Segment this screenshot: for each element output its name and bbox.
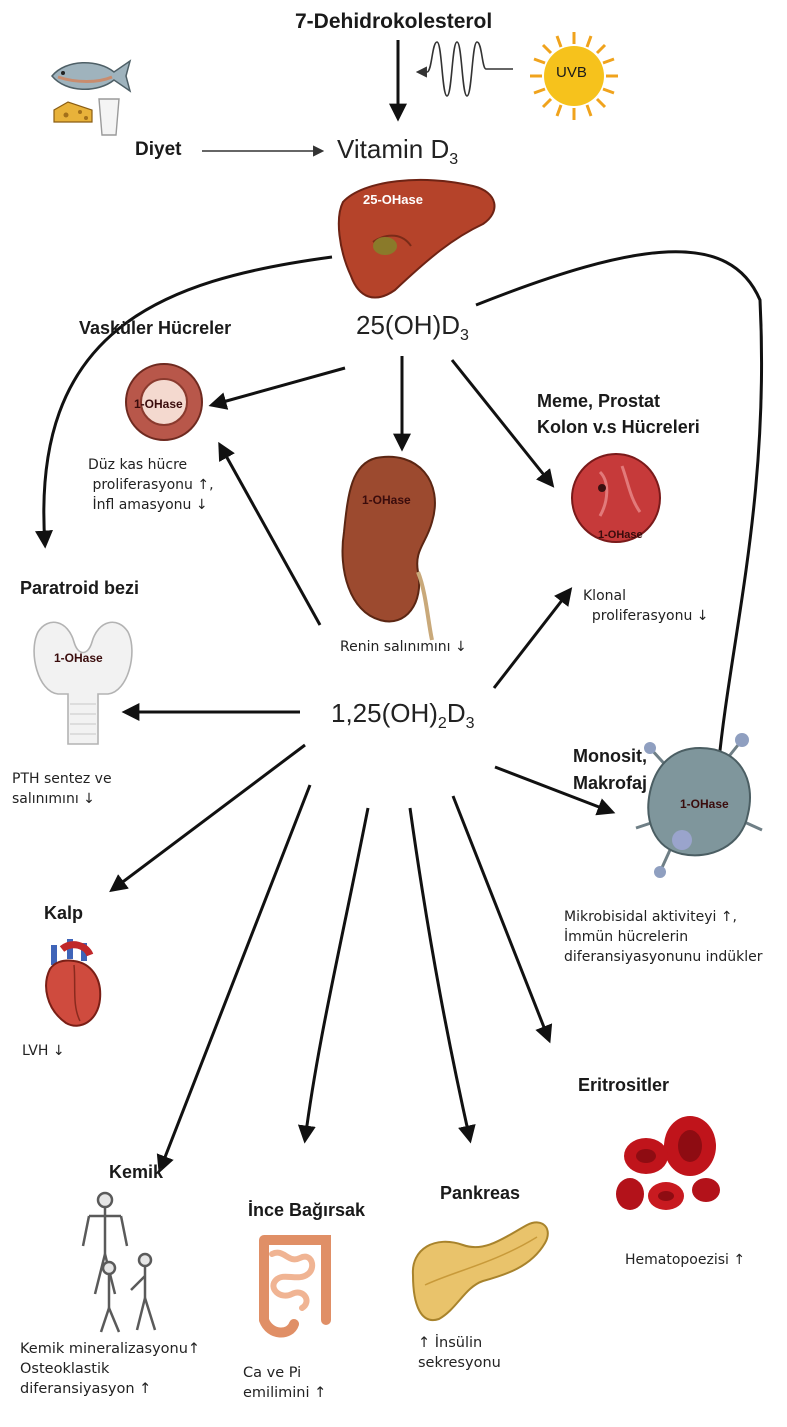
arrow-active-to-bone [160, 785, 310, 1170]
arrow-active-to-breast [494, 590, 570, 688]
bone-effect: Kemik mineralizasyonu↑ Osteoklastik dife… [20, 1339, 200, 1399]
breast-prostate-colon-title: Meme, Prostat Kolon v.s Hücreleri [537, 388, 700, 440]
monocyte-effect: Mikrobisidal aktiviteyi ↑, İmmün hücrele… [564, 907, 763, 967]
vascular-title: Vasküler Hücreler [79, 318, 231, 339]
pancreas-effect: ↑ İnsülin sekresyonu [418, 1333, 501, 1373]
tissue-cells-icon: 1-OHase [570, 452, 662, 544]
calcitriol-label: 1,25(OH)2D3 [331, 698, 475, 733]
parathyroid-title: Paratroid bezi [20, 578, 139, 599]
heart-title: Kalp [44, 903, 83, 924]
kidney-effect: Renin salınımını ↓ [340, 637, 467, 657]
liver-enzyme-label: 25-OHase [363, 192, 423, 207]
monocyte-enzyme-label: 1-OHase [680, 797, 729, 811]
heart-icon [40, 935, 105, 1030]
precursor-label: 7-Dehidrokolesterol [295, 10, 492, 34]
vitamin-d3-label: Vitamin D3 [337, 134, 458, 169]
arrow-active-to-rbc [453, 796, 549, 1040]
macrophage-icon: 1-OHase [630, 730, 770, 880]
vascular-enzyme-label: 1-OHase [134, 397, 183, 411]
parathyroid-effect: PTH sentez ve salınımını ↓ [12, 769, 112, 809]
breast-effect: Klonal proliferasyonu ↓ [583, 586, 709, 626]
erythrocytes-title: Eritrositler [578, 1075, 669, 1096]
red-blood-cells-icon [610, 1110, 725, 1220]
arrow-active-to-vascular [220, 445, 320, 625]
bone-title: Kemik [109, 1162, 163, 1183]
pancreas-icon [405, 1215, 555, 1325]
calcidiol-label: 25(OH)D3 [356, 310, 469, 345]
cheese-icon [52, 98, 94, 126]
parathyroid-enzyme-label: 1-OHase [54, 651, 103, 665]
breast-enzyme-label: 1-OHase [598, 529, 643, 541]
kidney-icon: 1-OHase [336, 452, 456, 642]
diet-label: Diyet [135, 139, 181, 161]
heart-effect: LVH ↓ [22, 1041, 65, 1061]
kidney-enzyme-label: 1-OHase [362, 493, 411, 507]
milk-glass-icon [96, 96, 122, 138]
arrow-active-to-intestine [305, 808, 368, 1140]
erythrocytes-effect: Hematopoezisi ↑ [625, 1250, 745, 1270]
uvb-wave [418, 42, 513, 96]
parathyroid-gland-icon: 1-OHase [28, 612, 138, 747]
liver-icon: 25-OHase [333, 172, 503, 308]
small-intestine-icon [250, 1230, 340, 1342]
uvb-label: UVB [556, 64, 587, 81]
skeleton-icon [75, 1190, 165, 1335]
arrow-ohd3-to-vascular [212, 368, 345, 405]
blood-vessel-icon: 1-OHase [120, 358, 208, 446]
intestine-title: İnce Bağırsak [248, 1200, 365, 1221]
pancreas-title: Pankreas [440, 1183, 520, 1204]
intestine-effect: Ca ve Pi emilimini ↑ [243, 1363, 326, 1403]
fish-icon [48, 55, 133, 97]
vascular-effect: Düz kas hücre proliferasyonu ↑, İnfl ama… [88, 455, 214, 515]
arrow-active-to-pancreas [410, 808, 470, 1140]
